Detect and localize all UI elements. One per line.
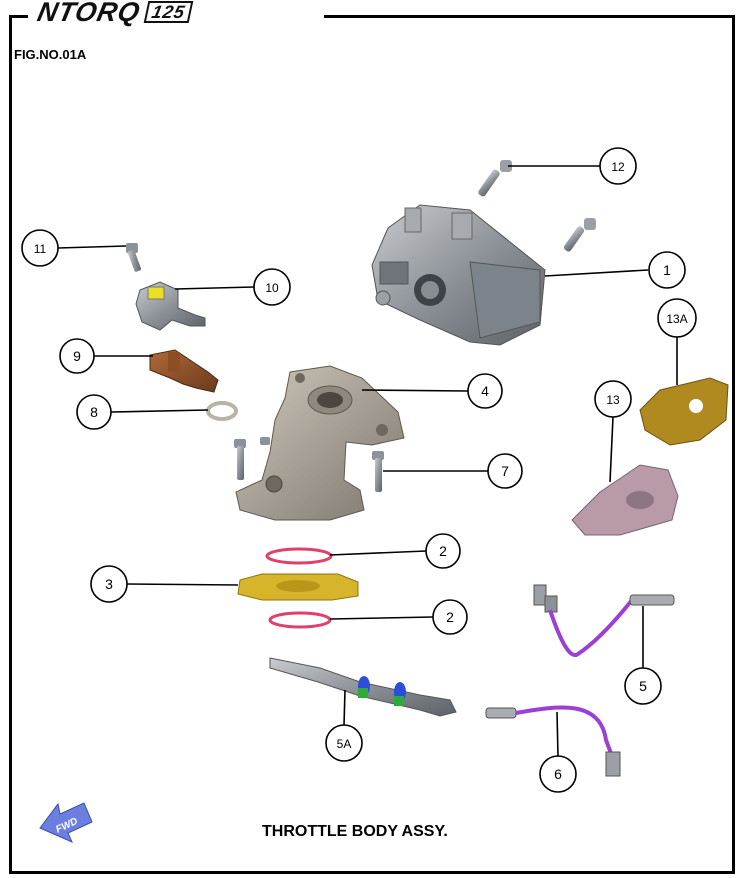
bolt-part-7: [234, 437, 384, 492]
callout-balloon: [59, 338, 95, 374]
throttle-body-part-1: [371, 204, 546, 346]
callout-10: 10: [174, 268, 291, 306]
insulator-part-3: [237, 573, 359, 601]
fwd-arrow-icon: FWD: [39, 802, 93, 843]
callout-balloon: [539, 755, 577, 793]
brand-header: [28, 0, 324, 28]
callout-number: 7: [501, 463, 509, 479]
callout-number: 13A: [666, 312, 687, 326]
callout-13: 13: [594, 380, 632, 483]
callout-balloon: [21, 229, 59, 267]
callout-balloon: [432, 599, 468, 635]
bolt-part-12: [478, 160, 596, 252]
gasket-ring-part-2-upper: [265, 547, 333, 565]
callout-number: 10: [265, 281, 279, 295]
callout-5: 5: [624, 606, 662, 705]
callout-3: 3: [90, 565, 239, 603]
callout-11: 11: [21, 229, 127, 267]
callout-7: 7: [383, 453, 523, 489]
callout-balloon: [624, 667, 662, 705]
leader-line: [343, 689, 346, 726]
figure-number: FIG.NO.01A: [14, 47, 87, 62]
callout-balloon: [657, 298, 697, 338]
callout-balloon: [467, 373, 503, 409]
callout-2: 2: [329, 533, 461, 569]
callout-balloon: [594, 380, 632, 418]
sensor-part-10: [135, 281, 206, 331]
leader-line: [57, 245, 127, 249]
bracket-part-13a: [639, 377, 729, 446]
callout-balloon: [425, 533, 461, 569]
bracket-part-13: [571, 464, 679, 536]
diagram-frame: [9, 15, 735, 874]
callout-number: 1: [663, 262, 671, 278]
callout-1: 1: [544, 251, 686, 289]
leader-line: [329, 616, 434, 620]
injector-part-5a: [269, 657, 457, 717]
leader-line: [174, 286, 255, 290]
sensor-harness-part-5: [533, 584, 675, 658]
leader-line: [329, 550, 427, 556]
sensor-cable-part-6: [485, 705, 621, 777]
callout-9: 9: [59, 338, 153, 374]
callout-balloon: [90, 565, 128, 603]
manifold-part-4: [235, 365, 405, 521]
oring-part-8: [206, 401, 238, 421]
leader-line: [556, 711, 559, 757]
callout-6: 6: [539, 711, 577, 793]
gasket-ring-part-2-lower: [268, 611, 332, 629]
callout-number: 6: [554, 766, 562, 782]
callout-12: 12: [508, 147, 637, 185]
callout-number: 2: [439, 543, 447, 559]
callout-number: 5: [639, 678, 647, 694]
callout-balloon: [599, 147, 637, 185]
callout-balloon: [648, 251, 686, 289]
leader-line: [110, 409, 209, 413]
leader-line: [361, 389, 469, 392]
callout-balloon: [487, 453, 523, 489]
callout-4: 4: [361, 373, 503, 409]
bolt-part-11: [126, 243, 141, 272]
leader-line: [544, 269, 649, 277]
leader-line: [609, 416, 614, 483]
assembly-title: THROTTLE BODY ASSY.: [262, 823, 448, 840]
callout-number: 13: [606, 393, 620, 407]
leader-line: [126, 583, 239, 586]
callout-number: 9: [73, 348, 81, 364]
callout-balloon: [253, 268, 291, 306]
callout-balloon: [76, 394, 112, 430]
callout-number: 5A: [337, 737, 352, 751]
sensor-part-9: [149, 349, 219, 393]
callout-number: 12: [611, 160, 625, 174]
callout-number: 11: [34, 242, 47, 256]
callout-number: 8: [90, 404, 98, 420]
callout-number: 3: [105, 576, 113, 592]
callout-5a: 5A: [325, 689, 363, 762]
callout-number: 4: [481, 383, 489, 399]
callout-number: 2: [446, 609, 454, 625]
callout-2: 2: [329, 599, 468, 635]
callout-balloon: [325, 724, 363, 762]
callout-8: 8: [76, 394, 209, 430]
callout-13a: 13A: [657, 298, 697, 385]
